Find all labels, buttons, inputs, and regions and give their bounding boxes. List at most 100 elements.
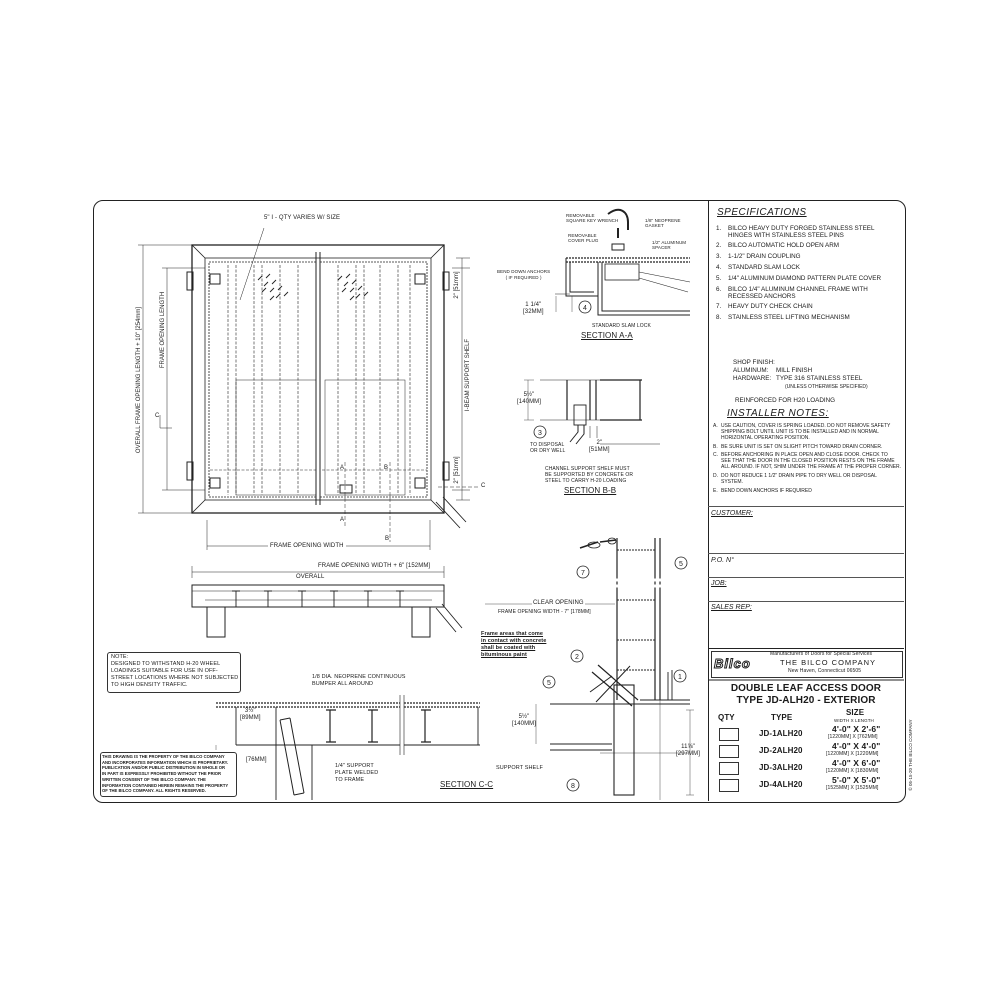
spec-item: 7.HEAVY DUTY CHECK CHAIN — [716, 303, 813, 310]
design-note-box — [107, 652, 241, 693]
company-tagline: Manufacturers of Doors for Special Servi… — [770, 651, 873, 657]
aluminum-value: MILL FINISH — [776, 367, 813, 374]
spec-item: 5.1/4" ALUMINUM DIAMOND PATTERN PLATE CO… — [716, 275, 882, 282]
slam-lock-label: STANDARD SLAM LOCK — [592, 323, 651, 329]
type-cell: JD-2ALH20 — [759, 746, 803, 755]
callout-5: 5 — [679, 561, 683, 568]
copyright-text: © 05-15-20 THE BILCO COMPANY — [907, 719, 913, 790]
callout-8: 8 — [571, 783, 575, 790]
qty-checkbox[interactable] — [719, 728, 739, 741]
bilco-logo: Bilco — [714, 656, 751, 672]
installer-note: E.BEND DOWN ANCHORS IF REQUIRED — [713, 488, 812, 494]
spec-item: 1.BILCO HEAVY DUTY FORGED STAINLESS STEE… — [716, 225, 875, 239]
hardware-value: TYPE 316 STAINLESS STEEL — [776, 375, 863, 382]
metric-cell: [1525mm] x [1525mm] — [826, 785, 879, 791]
section-aa-title: SECTION A-A — [581, 331, 633, 340]
size-subheader: WIDTH x LENGTH — [834, 718, 874, 723]
type-cell: JD-3ALH20 — [759, 763, 803, 772]
overall-width-dimension: FRAME OPENING WIDTH + 6" [152mm] — [318, 563, 431, 569]
overall-length-dimension: OVERALL FRAME OPENING LENGTH + 10" [254m… — [136, 307, 142, 453]
frame-width-dimension: FRAME OPENING WIDTH — [268, 543, 346, 550]
open-cover-section — [485, 537, 665, 707]
dim-140mm: 5½"[140mm] — [517, 392, 542, 405]
divider — [708, 601, 904, 602]
dim-140mm-cc: 5½"[140mm] — [512, 714, 537, 727]
qty-checkbox[interactable] — [719, 762, 739, 775]
specifications-title: SPECIFICATIONS — [717, 207, 807, 218]
callout-5b: 5 — [547, 680, 551, 687]
dim-76mm: [76mm] — [246, 757, 267, 763]
property-notice: THIS DRAWING IS THE PROPERTY OF THE BILC… — [102, 754, 229, 794]
shop-finish-label: SHOP FINISH: — [733, 359, 775, 366]
po-number-field[interactable]: P.O. N° — [711, 557, 734, 564]
section-marker-c: C — [155, 413, 160, 419]
callout-3: 3 — [538, 430, 542, 437]
installer-note: A.USE CAUTION, COVER IS SPRING LOADED. D… — [713, 423, 891, 441]
drawing-sheet-border — [93, 200, 906, 803]
type-header: TYPE — [771, 713, 793, 722]
dim-51mm: 2"[51mm] — [589, 440, 610, 453]
hinge-icons — [186, 271, 450, 489]
clear-opening-label: CLEAR OPENING — [532, 600, 585, 607]
installer-note: C.BEFORE ANCHORING IN PLACE OPEN AND CLO… — [713, 452, 902, 470]
divider — [708, 506, 904, 507]
section-cc-title: SECTION C-C — [440, 780, 494, 789]
dim-2in-top: 2" [51mm] — [454, 271, 460, 298]
job-field[interactable]: JOB: — [711, 580, 727, 587]
spec-item: 6.BILCO 1/4" ALUMINUM CHANNEL FRAME WITH… — [716, 286, 868, 300]
property-notice-box — [100, 752, 237, 797]
section-marker-b: B — [384, 465, 389, 471]
company-logo-block — [711, 651, 903, 678]
company-name: THE BILCO COMPANY — [780, 658, 877, 667]
type-cell: JD-4ALH20 — [759, 780, 803, 789]
size-cell: 4'-0" x 6'-0" — [832, 758, 881, 768]
ibeam-label: 5" I - QTY VARIES W/ SIZE — [264, 215, 341, 221]
size-cell: 5'-0" x 5'-0" — [832, 775, 881, 785]
installer-notes-title: INSTALLER NOTES: — [727, 408, 829, 419]
loading-note: REINFORCED FOR H20 LOADING — [735, 397, 836, 404]
section-bb-drawing — [524, 379, 660, 445]
qty-checkbox[interactable] — [719, 745, 739, 758]
divider — [708, 577, 904, 578]
dim-297mm: 11⅝"[297mm] — [676, 744, 701, 757]
hardware-note: (UNLESS OTHERWISE SPECIFIED) — [785, 384, 868, 390]
dim-2in-bottom: 2" [51mm] — [454, 456, 460, 483]
metric-cell: [1220mm] x [1220mm] — [826, 751, 879, 757]
product-title-2: TYPE JD-ALH20 - EXTERIOR — [736, 695, 876, 706]
company-location: New Haven, Connecticut 06505 — [788, 668, 862, 674]
qty-checkbox[interactable] — [719, 779, 739, 792]
spec-item: 2.BILCO AUTOMATIC HOLD OPEN ARM — [716, 242, 840, 249]
qty-header: QTY — [718, 713, 735, 722]
installer-note: D.DO NOT REDUCE 1 1/2" DRAIN PIPE TO DRY… — [713, 473, 877, 485]
dim-32mm: 1 1/4"[32mm] — [523, 302, 544, 315]
sales-rep-field[interactable]: SALES REP: — [711, 604, 752, 611]
divider — [708, 648, 904, 649]
metric-cell: [1220mm] x [1830mm] — [826, 768, 879, 774]
divider — [708, 553, 904, 554]
callout-4: 4 — [583, 305, 587, 312]
spec-item: 3.1-1/2" DRAIN COUPLING — [716, 253, 801, 260]
installer-note: B.BE SURE UNIT IS SET ON SLIGHT PITCH TO… — [713, 444, 883, 450]
section-marker-c: C — [481, 483, 486, 489]
callout-1: 1 — [678, 674, 682, 681]
spec-item: 4.STANDARD SLAM LOCK — [716, 264, 800, 271]
type-cell: JD-1ALH20 — [759, 729, 803, 738]
plan-view — [138, 227, 480, 550]
section-marker-a: A — [340, 517, 345, 523]
title-block-panel — [708, 201, 905, 801]
support-shelf-label-cc: SUPPORT SHELF — [496, 765, 543, 771]
size-cell: 4'-0" x 2'-6" — [832, 724, 881, 734]
size-header: SIZE — [846, 708, 865, 717]
section-cc-drawing — [215, 665, 694, 800]
anchors-label: BEND DOWN ANCHORS( IF REQUIRED ) — [497, 269, 551, 280]
diamond-pattern — [257, 273, 369, 301]
customer-field[interactable]: CUSTOMER: — [711, 510, 753, 517]
callout-numbers: 4 3 7 5 2 5 1 8 — [538, 305, 683, 790]
